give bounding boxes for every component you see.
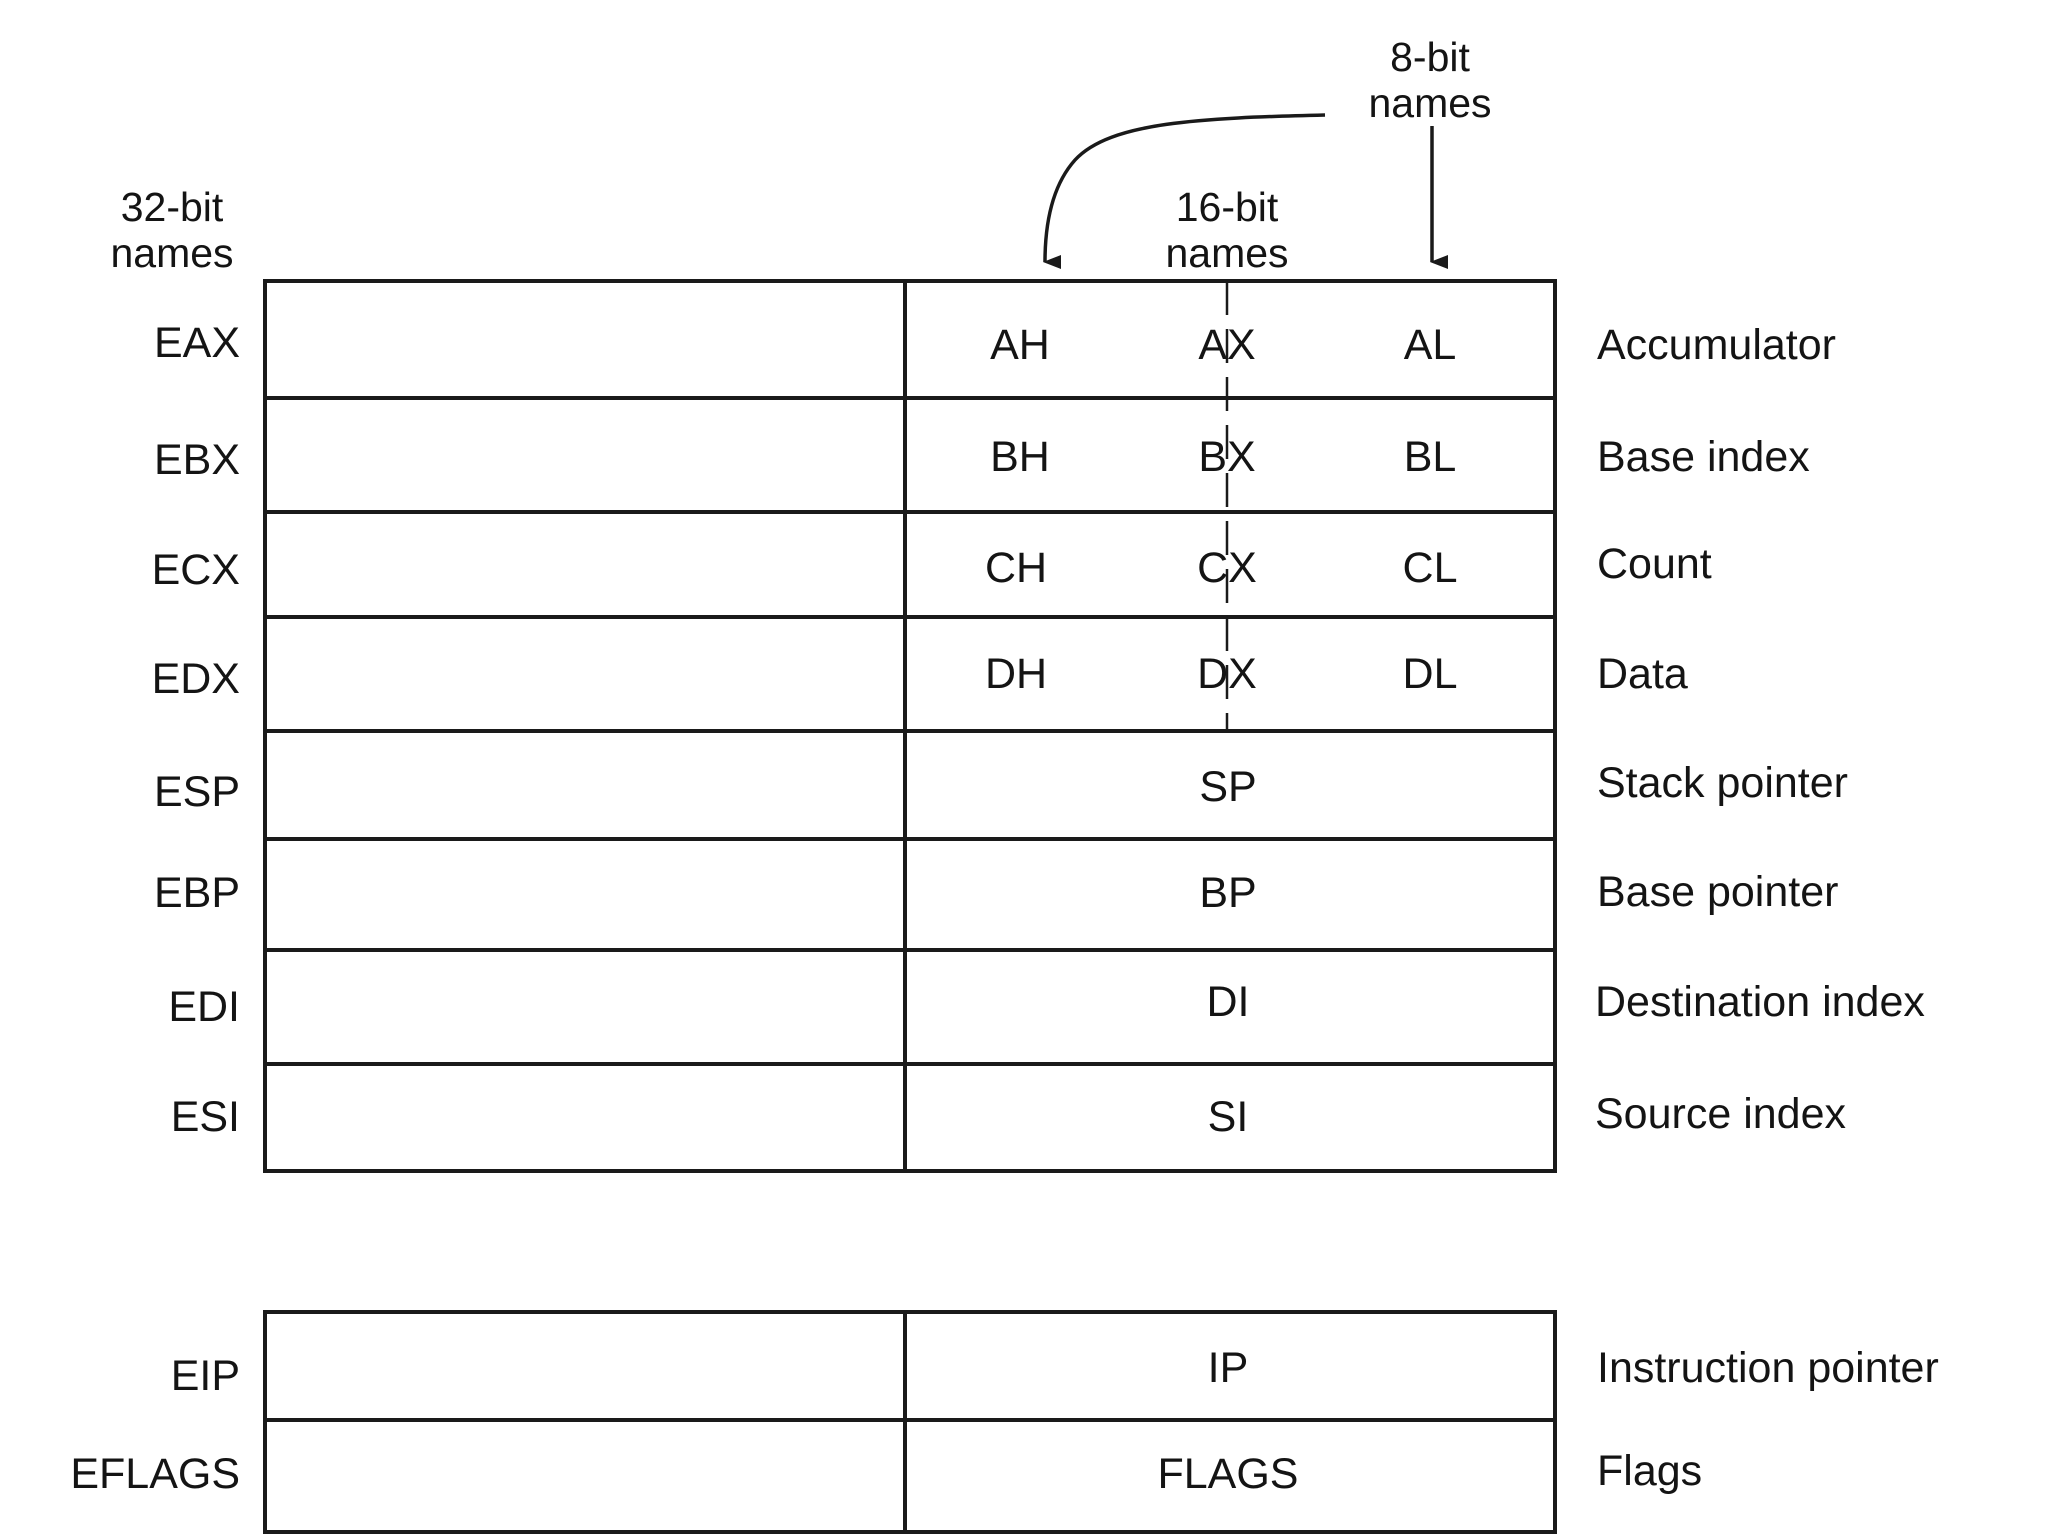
register-32-label: EDI <box>168 983 240 1031</box>
register-high-byte: BH <box>990 433 1050 481</box>
register-16-label: FLAGS <box>1157 1450 1299 1498</box>
register-16-label: SI <box>1207 1093 1249 1141</box>
header-32-bit-line1: 32-bit <box>120 184 224 230</box>
register-32-label: ESI <box>170 1093 240 1141</box>
register-description: Source index <box>1595 1090 1846 1138</box>
register-32-label: EFLAGS <box>70 1450 240 1498</box>
register-high-byte: AH <box>990 321 1050 369</box>
register-description: Data <box>1597 650 1688 698</box>
header-16-bit-names: 16-bit names <box>1137 184 1317 276</box>
register-low-byte: AL <box>1403 321 1457 369</box>
register-high-byte: DH <box>984 650 1048 698</box>
header-16-bit-line1: 16-bit <box>1175 184 1279 230</box>
header-8-bit-names: 8-bit names <box>1340 34 1520 126</box>
register-32-label: ESP <box>153 768 240 816</box>
register-32-label: EBX <box>153 436 240 484</box>
register-16-label: SP <box>1199 763 1257 811</box>
header-8-bit-line1: 8-bit <box>1390 34 1470 80</box>
register-description: Base pointer <box>1597 868 1839 916</box>
register-description: Base index <box>1597 433 1810 481</box>
register-description: Destination index <box>1595 978 1925 1026</box>
register-description: Instruction pointer <box>1597 1344 1939 1392</box>
register-high-byte: CH <box>984 544 1048 592</box>
register-32-label: EDX <box>151 655 240 703</box>
arrow-to-high-byte <box>1043 113 1326 270</box>
register-32-label: ECX <box>151 546 240 594</box>
header-32-bit-names: 32-bit names <box>82 184 262 276</box>
register-16-label: DX <box>1197 650 1257 698</box>
header-32-bit-line2: names <box>110 230 234 276</box>
register-16-label: BP <box>1199 869 1257 917</box>
register-description: Accumulator <box>1597 321 1836 369</box>
register-low-byte: DL <box>1402 650 1458 698</box>
register-32-label: EIP <box>170 1352 240 1400</box>
register-16-label: CX <box>1197 544 1257 592</box>
general-register-block <box>263 279 1557 1173</box>
header-8-bit-line2: names <box>1368 80 1492 126</box>
register-description: Flags <box>1597 1447 1703 1495</box>
register-16-label: IP <box>1207 1344 1249 1392</box>
header-16-bit-line2: names <box>1165 230 1289 276</box>
register-32-label: EAX <box>153 319 240 367</box>
register-description: Count <box>1597 540 1712 588</box>
register-16-label: BX <box>1198 433 1256 481</box>
register-low-byte: BL <box>1403 433 1457 481</box>
register-32-label: EBP <box>153 869 240 917</box>
register-16-label: DI <box>1206 978 1250 1026</box>
register-description: Stack pointer <box>1597 759 1848 807</box>
register-16-label: AX <box>1198 321 1256 369</box>
register-low-byte: CL <box>1402 544 1458 592</box>
